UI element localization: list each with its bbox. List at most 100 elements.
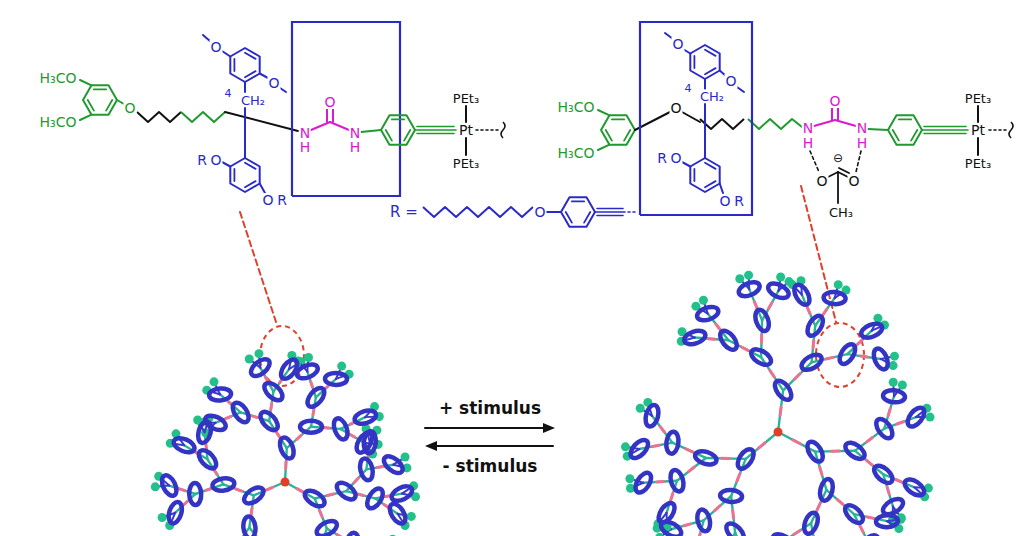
r-group-definition: R = <box>389 205 419 220</box>
phosphine-label: PEt₃ <box>964 92 992 105</box>
bond-line <box>244 108 246 158</box>
methylene-label: CH₂ <box>699 90 725 103</box>
aromatic-bond <box>572 200 584 202</box>
pillararene-ring <box>902 476 927 498</box>
bond-line <box>361 130 381 132</box>
triple-bond <box>415 129 456 131</box>
pillararene-ring <box>668 468 686 492</box>
urea-linker <box>183 501 187 505</box>
pillararene-ring <box>230 400 252 425</box>
pillararene-ring <box>665 431 680 454</box>
urea-linker <box>760 335 763 342</box>
stopper-dot <box>636 404 645 413</box>
triple-bond <box>595 211 625 213</box>
urea-linker <box>823 309 827 315</box>
nitrogen-label: N <box>299 126 311 140</box>
urea-linker <box>807 307 810 313</box>
bond-line <box>704 79 706 89</box>
stopper-dot <box>776 272 785 281</box>
pillararene-ring <box>344 532 360 536</box>
urea-linker <box>377 465 382 469</box>
urea-linker <box>708 337 715 341</box>
benzene-ring <box>690 158 719 192</box>
pillararene-ring <box>842 502 866 526</box>
bond-line <box>80 80 92 85</box>
aromatic-bond <box>584 212 590 223</box>
aromatic-bond <box>606 130 612 141</box>
pillararene-ring <box>261 380 285 404</box>
pillararene-ring <box>883 389 906 403</box>
phosphine-label: PEt₃ <box>964 157 992 170</box>
stopper-dot <box>834 280 843 289</box>
hydrogen-label: H <box>349 140 362 154</box>
triple-bond <box>417 126 454 128</box>
urea-linker <box>715 506 720 511</box>
charge-label: ⊖ <box>832 152 844 164</box>
triple-bond <box>597 215 623 217</box>
platinum-label: Pt <box>970 123 986 137</box>
aromatic-bond <box>705 163 716 169</box>
pillararene-ring <box>720 489 743 503</box>
bond-line <box>280 88 286 92</box>
stimulus-label: - stimulus <box>442 458 539 475</box>
stopper-dot <box>304 353 313 362</box>
aromatic-bond <box>911 130 917 141</box>
urea-linker <box>653 445 660 446</box>
aromatic-bond <box>245 53 256 59</box>
urea-linker <box>350 434 355 437</box>
oxygen-label: O <box>533 205 546 219</box>
urea-linker <box>686 449 693 452</box>
oxygen-label: O <box>724 74 737 88</box>
pillararene-ring <box>353 408 378 426</box>
pillararene-ring <box>802 511 821 536</box>
benzene-ring <box>888 115 922 144</box>
urea-linker <box>236 489 242 491</box>
pillararene-ring <box>717 328 740 353</box>
benzene-ring <box>601 115 635 144</box>
nitrogen-label: N <box>349 126 361 140</box>
aromatic-bond <box>705 181 716 187</box>
urea-linker <box>699 533 701 536</box>
aromatic-bond <box>566 212 572 223</box>
pillararene-ring <box>695 304 720 322</box>
urea-linker <box>754 302 757 308</box>
oxygen-label: O <box>267 76 280 90</box>
nitrogen-label: N <box>856 121 868 135</box>
urea-linker <box>769 303 772 309</box>
aromatic-bond <box>94 88 106 90</box>
oxygen-label: O <box>718 194 731 208</box>
urea-linker <box>689 467 695 472</box>
urea-linker <box>731 511 735 518</box>
methoxy-label: H₃CO <box>39 115 78 129</box>
urea-linker <box>252 416 258 418</box>
hydrogen-label: H <box>856 136 869 150</box>
urea-linker <box>297 489 303 492</box>
pillararene-ring <box>325 373 347 385</box>
pillararene-ring <box>364 486 386 511</box>
stopper-dot <box>401 453 410 462</box>
urea-linker <box>795 374 801 380</box>
bond-line <box>80 115 92 120</box>
alkyl-chain <box>423 207 533 217</box>
bond-line <box>737 87 744 92</box>
oxygen-label: O <box>323 95 336 109</box>
urea-linker <box>226 417 231 419</box>
stopper-dot <box>621 442 630 451</box>
stopper-dot <box>890 352 899 361</box>
aromatic-bond <box>404 130 410 141</box>
core-dot <box>774 428 783 437</box>
aromatic-bond <box>245 163 256 169</box>
pillararene-ring <box>871 347 891 372</box>
bond-line <box>222 162 230 167</box>
bond-line <box>704 104 706 158</box>
core-dot <box>281 478 290 487</box>
urea-linker <box>742 347 749 350</box>
pillararene-ring <box>257 409 281 433</box>
dotted-bond <box>989 129 1008 131</box>
r-group-label: R <box>656 151 668 165</box>
urea-linker <box>857 340 862 345</box>
aromatic-bond <box>612 118 624 120</box>
triple-bond <box>924 126 966 128</box>
bond-line <box>225 112 298 131</box>
urea-linker <box>867 517 874 518</box>
